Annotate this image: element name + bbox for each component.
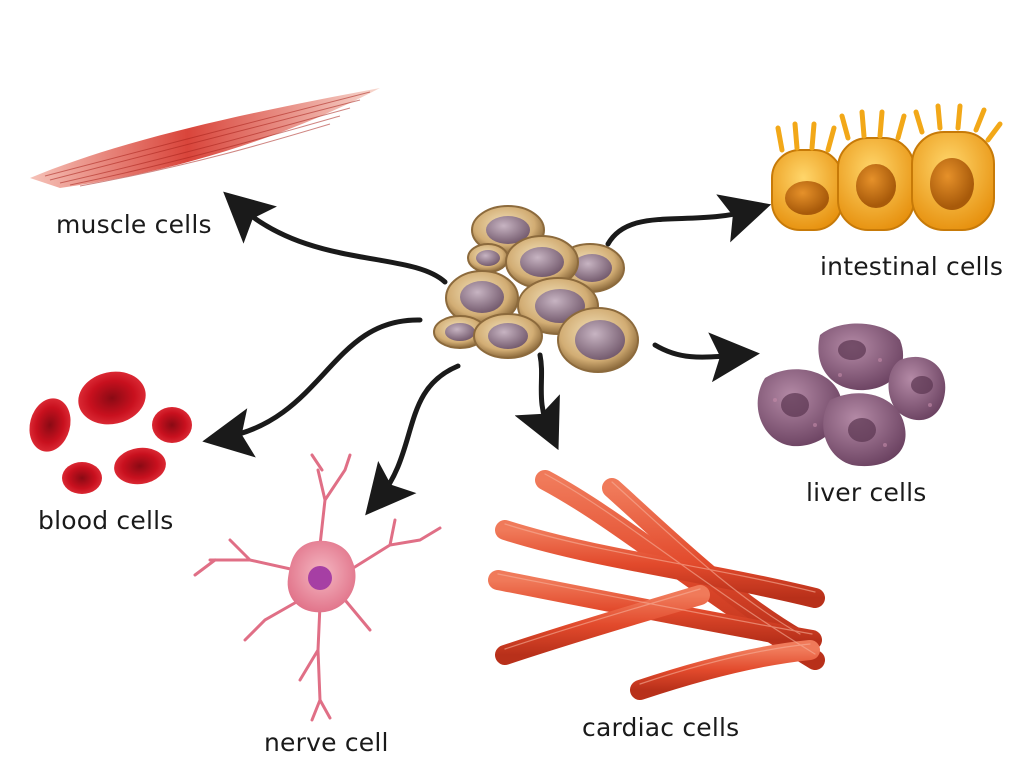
blood-cell: [62, 462, 102, 494]
liver-cells-illustration: [757, 323, 946, 467]
label-blood-cells: blood cells: [38, 506, 174, 535]
nerve-cell-nucleus: [308, 566, 332, 590]
stem-cell: [557, 307, 639, 373]
intestinal-cell: [911, 103, 1003, 231]
arrows: [202, 191, 772, 516]
intestinal-cells-illustration: [771, 103, 1003, 231]
arrow-to-nerve: [365, 363, 461, 516]
label-intestinal-cells: intestinal cells: [820, 252, 1004, 281]
blood-cell: [29, 398, 71, 452]
arrow-to-muscle: [223, 191, 448, 285]
arrow-to-liver: [652, 332, 760, 383]
stem-cell: [445, 270, 519, 326]
label-nerve-cell: nerve cell: [264, 728, 389, 757]
stem-cell: [473, 313, 543, 359]
intestinal-cell: [837, 109, 915, 231]
blood-cells-illustration: [29, 371, 192, 494]
stem-cell: [505, 235, 579, 289]
cardiac-cells-illustration: [488, 470, 825, 700]
arrow-to-cardiac: [514, 352, 560, 451]
blood-cell: [114, 447, 166, 485]
stem-cell: [433, 315, 487, 349]
nerve-cell-illustration: [193, 453, 442, 722]
arrow-to-blood: [202, 317, 423, 458]
blood-cell: [78, 371, 146, 425]
stem-cell: [467, 243, 509, 273]
blood-cell: [152, 407, 192, 443]
arrow-to-intestinal: [605, 194, 772, 247]
label-cardiac-cells: cardiac cells: [582, 713, 740, 742]
intestinal-cell: [771, 121, 843, 231]
stem-cell-cluster: [433, 205, 639, 373]
label-liver-cells: liver cells: [806, 478, 927, 507]
label-muscle-cells: muscle cells: [56, 210, 212, 239]
muscle-cell-illustration: [30, 88, 380, 188]
